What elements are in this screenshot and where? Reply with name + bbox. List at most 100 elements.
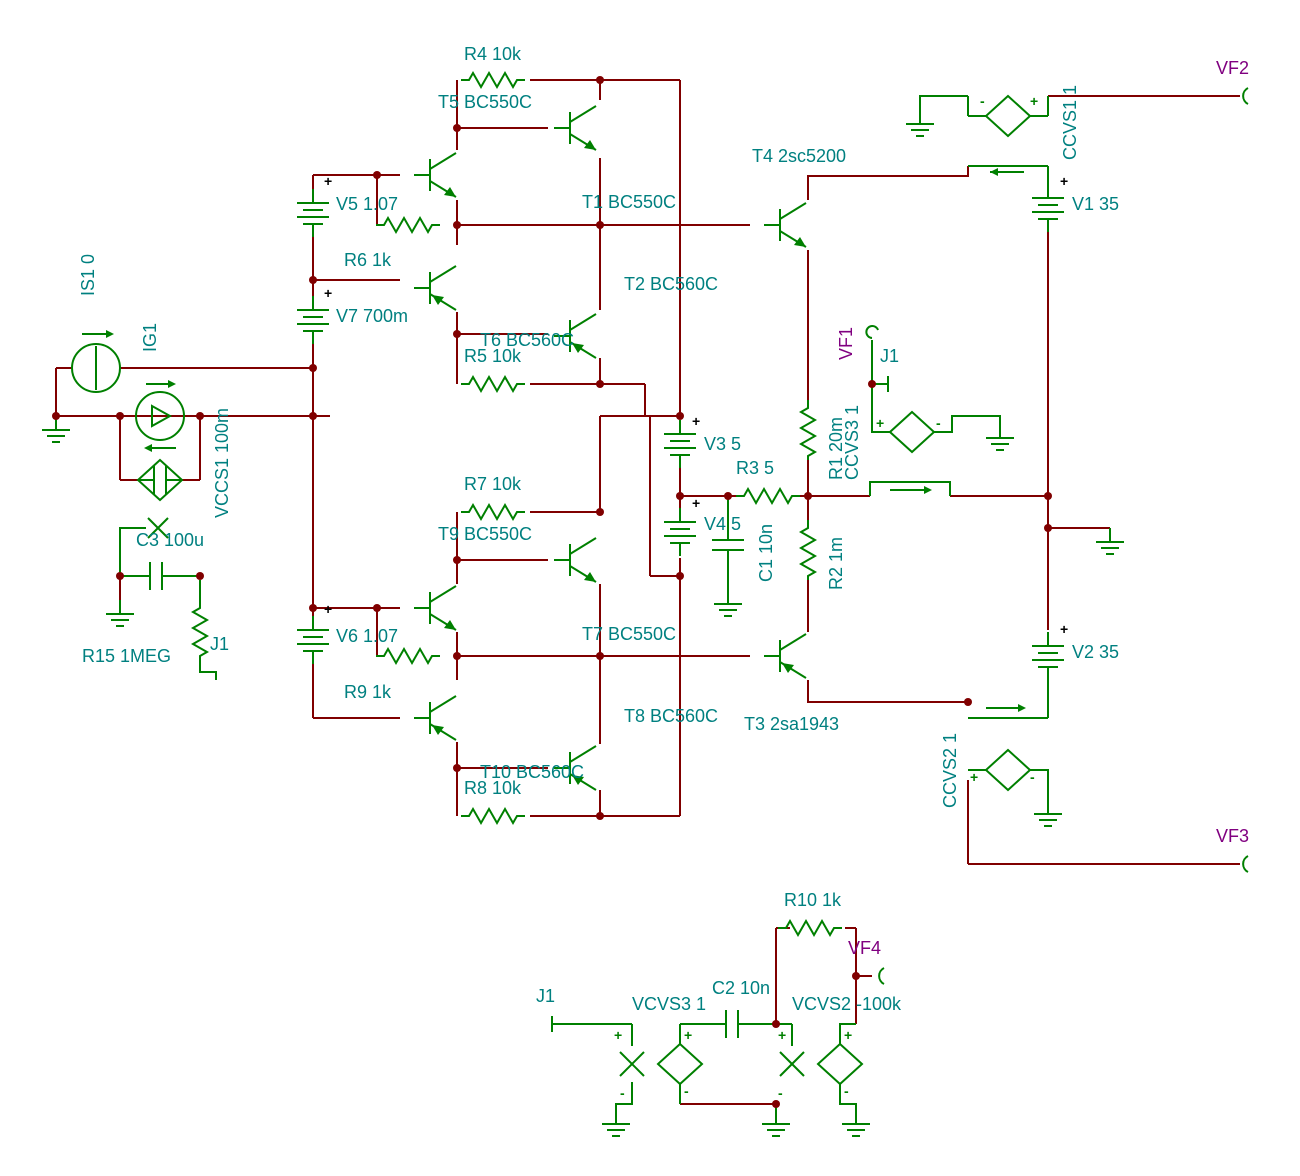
label-c1: C1 10n <box>756 524 776 582</box>
svg-text:+: + <box>324 173 332 189</box>
transistor-t8 <box>413 695 457 741</box>
label-t7: T7 BC550C <box>582 624 676 644</box>
labels: R4 10k T5 BC550C V5 1.07 T1 BC550C R6 1k… <box>78 44 1249 1014</box>
transistor-t9 <box>553 537 597 583</box>
svg-text:-: - <box>620 1085 625 1101</box>
svg-text:-: - <box>980 93 985 109</box>
label-j1-a: J1 <box>210 634 229 654</box>
label-r6: R6 1k <box>344 250 392 270</box>
label-c2: C2 10n <box>712 978 770 998</box>
vccs1-source <box>137 444 183 501</box>
svg-text:-: - <box>936 415 941 431</box>
j1-bottom: + - <box>551 1016 645 1110</box>
label-vcvs2: VCVS2 -100k <box>792 994 902 1014</box>
label-r8: R8 10k <box>464 778 522 798</box>
label-r15: R15 1MEG <box>82 646 171 666</box>
label-t3: T3 2sa1943 <box>744 714 839 734</box>
svg-text:+: + <box>876 415 884 431</box>
transistor-t5 <box>553 105 597 151</box>
label-vccs1: VCCS1 100m <box>212 408 232 518</box>
label-t8: T8 BC560C <box>624 706 718 726</box>
resistor-r15 <box>192 599 208 661</box>
svg-text:+: + <box>614 1027 622 1043</box>
capacitor-c2 <box>700 1010 776 1038</box>
components: - + + - + - <box>41 72 1249 1137</box>
label-t9: T9 BC550C <box>438 524 532 544</box>
junctions <box>52 76 1052 1108</box>
polarity-marks: + + + + + + + <box>324 173 1068 637</box>
battery-v6 <box>296 615 330 665</box>
svg-text:+: + <box>324 285 332 301</box>
svg-text:+: + <box>692 495 700 511</box>
label-v7: V7 700m <box>336 306 408 326</box>
vcvs3-source: + - <box>657 1023 703 1104</box>
label-c3: C3 100u <box>136 530 204 550</box>
label-vf4: VF4 <box>848 938 881 958</box>
svg-text:+: + <box>1060 621 1068 637</box>
probe-vf4 <box>878 967 885 985</box>
label-r10: R10 1k <box>784 890 842 910</box>
label-t1: T1 BC550C <box>582 192 676 212</box>
ccvs2-source: + - <box>968 680 1049 800</box>
label-t4: T4 2sc5200 <box>752 146 846 166</box>
label-r2: R2 1m <box>826 537 846 590</box>
label-ccvs3: CCVS3 1 <box>842 405 862 480</box>
svg-text:+: + <box>778 1027 786 1043</box>
ground-ccvs3 <box>985 423 1015 451</box>
ground-vcvs2-out <box>841 1109 871 1137</box>
battery-v1 <box>1031 183 1065 233</box>
label-r3: R3 5 <box>736 458 774 478</box>
transistor-t7 <box>413 585 457 631</box>
probe-vf2 <box>1242 87 1249 105</box>
svg-text:+: + <box>970 769 978 785</box>
capacitor-c1 <box>712 496 744 590</box>
ground-vcvs2-in <box>761 1109 791 1137</box>
label-v4: V4 5 <box>704 514 741 534</box>
vcvs2-source: + - <box>817 1023 863 1110</box>
label-t2: T2 BC560C <box>624 274 718 294</box>
transistor-t2 <box>413 265 457 311</box>
label-is1: IS1 0 <box>78 254 98 296</box>
probe-vf3 <box>1242 855 1249 873</box>
label-vf3: VF3 <box>1216 826 1249 846</box>
label-r9: R9 1k <box>344 682 392 702</box>
svg-text:+: + <box>844 1027 852 1043</box>
battery-v7 <box>296 295 330 345</box>
battery-v4 <box>663 507 697 557</box>
resistor-r7 <box>460 504 526 520</box>
label-vf2: VF2 <box>1216 58 1249 78</box>
ammeter-ig1 <box>135 380 185 441</box>
label-ccvs2: CCVS2 1 <box>940 733 960 808</box>
label-v3: V3 5 <box>704 434 741 454</box>
resistor-r3 <box>735 488 801 504</box>
svg-text:+: + <box>1060 173 1068 189</box>
label-v5: V5 1.07 <box>336 194 398 214</box>
resistor-r9 <box>375 648 441 664</box>
label-v6: V6 1.07 <box>336 626 398 646</box>
label-ccvs1: CCVS1 1 <box>1060 85 1080 160</box>
svg-text:+: + <box>324 601 332 617</box>
svg-text:-: - <box>1030 769 1035 785</box>
label-v1: V1 35 <box>1072 194 1119 214</box>
ground-ccvs2 <box>1033 799 1063 827</box>
label-vf1: VF1 <box>836 327 856 360</box>
label-v2: V2 35 <box>1072 642 1119 662</box>
svg-text:-: - <box>844 1083 849 1099</box>
transistor-t3 <box>763 633 807 679</box>
svg-text:+: + <box>692 413 700 429</box>
capacitor-c3 <box>138 466 180 494</box>
label-j1-b: J1 <box>880 346 899 366</box>
resistor-r2 <box>800 519 816 581</box>
svg-text:-: - <box>684 1083 689 1099</box>
transistor-t1 <box>413 152 457 198</box>
label-vcvs3: VCVS3 1 <box>632 994 706 1014</box>
transistor-t4 <box>763 202 807 248</box>
resistor-r8 <box>460 808 526 824</box>
label-t5: T5 BC550C <box>438 92 532 112</box>
label-ig1: IG1 <box>140 323 160 352</box>
battery-v2 <box>1031 631 1065 681</box>
resistor-r5 <box>460 376 526 392</box>
label-r5: R5 10k <box>464 346 522 366</box>
resistor-r4 <box>460 72 526 88</box>
resistor-r6 <box>375 217 441 233</box>
